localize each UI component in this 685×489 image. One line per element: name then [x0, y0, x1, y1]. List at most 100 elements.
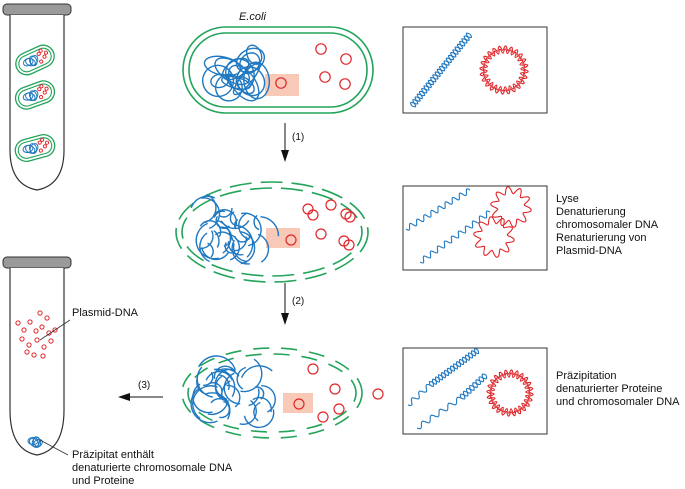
plasmid-ring-icon [486, 369, 534, 417]
annotation-line: Präzipitation [556, 370, 617, 382]
annotation-line: Denaturierung [556, 206, 626, 218]
plasmid-icon [19, 336, 25, 342]
chromosomal-dna-loop [214, 57, 251, 86]
plasmid-icon [329, 383, 341, 395]
chromosomal-dna-loop [29, 90, 39, 101]
chromosomal-dna-loop [25, 92, 36, 102]
cell-membrane [17, 83, 53, 107]
plasmid-icon [339, 78, 351, 90]
denatured-dna-strand [236, 366, 247, 390]
denatured-dna-strand [197, 355, 237, 371]
denatured-dna-strand [248, 388, 260, 407]
renatured-plasmid-icon [473, 216, 515, 258]
chromosomal-dna-loop [235, 47, 266, 73]
plasmid-dna-label: Plasmid-DNA [72, 307, 139, 319]
plasmid-icon [340, 53, 352, 65]
plasmid-icon [293, 398, 305, 410]
plasmid-icon [307, 363, 319, 375]
chromosomal-dna-loop [24, 144, 36, 154]
plasmid-icon [340, 208, 352, 220]
protein-region [265, 74, 299, 96]
ecoli-cell [182, 26, 374, 114]
pellet-label-leader [39, 439, 69, 456]
step-2-label: (2) [292, 296, 305, 307]
plasmid-icon [39, 84, 44, 89]
plasmid-ring-icon [489, 372, 531, 414]
plasmid-icon [325, 199, 337, 211]
protein-region [283, 393, 313, 413]
plasmid-icon [315, 228, 327, 240]
pellet-annotation: Präzipitat enthält denaturierte chromoso… [72, 449, 232, 488]
ecoli-title: E.coli [239, 11, 266, 23]
plasmid-icon [44, 315, 50, 321]
denatured-dna-strand [209, 382, 223, 392]
membrane-fragment [181, 347, 363, 439]
tube-after-centrifuge [2, 256, 72, 456]
annotation-line: chromosomaler DNA [556, 219, 659, 231]
dna-helix-icon [459, 374, 488, 399]
arrow-down-icon [281, 283, 289, 325]
plasmid-icon [43, 50, 48, 55]
chromosomal-dna-loop [25, 57, 36, 67]
denatured-dna-strand [190, 387, 218, 424]
plasmid-icon [44, 140, 50, 145]
denatured-dna-strand [261, 384, 276, 413]
denatured-dna-strand [213, 230, 220, 248]
lysis-annotation: Lyse Denaturierung chromosomaler DNA Ren… [556, 193, 658, 258]
plasmid-icon [15, 320, 21, 326]
plasmid-icon [26, 342, 32, 348]
chromosomal-dna-loop [232, 62, 261, 96]
denatured-dna-strand [234, 236, 247, 252]
denatured-dna-strand [231, 239, 250, 265]
plasmid-icon [21, 327, 27, 333]
annotation-line: denaturierter Proteine [556, 383, 663, 395]
chromosomal-dna-loop [203, 55, 242, 77]
denatured-dna-strand [212, 209, 238, 229]
plasmid-icon [319, 71, 331, 83]
denatured-dna-strand [214, 368, 235, 400]
plasmid-icon [38, 48, 43, 53]
step-1-label: (1) [292, 132, 305, 143]
plasmid-icon [372, 388, 384, 400]
chromosomal-dna-loop [32, 438, 43, 448]
denatured-dna-strand [213, 210, 226, 218]
denatured-dna-strand [232, 243, 247, 263]
dna-state-box-native [402, 26, 548, 114]
plasmid-icon [40, 353, 46, 359]
plasmid-icon [40, 137, 45, 142]
plasmid-icon [42, 54, 47, 59]
plasmid-icon [37, 140, 42, 145]
annotation-line: und Proteine [72, 475, 135, 487]
denatured-dna-strand [214, 231, 234, 241]
dna-state-box-denatured [402, 185, 548, 271]
plasmid-icon [52, 327, 58, 333]
denatured-dna-strand [224, 242, 233, 254]
lysed-cell [175, 181, 369, 283]
plasmid-icon [39, 94, 44, 100]
plasmid-icon [39, 324, 45, 330]
dna-helix-icon [428, 349, 480, 386]
cell-membrane [14, 134, 56, 162]
chromosomal-dna-loop [29, 55, 39, 66]
denatured-dna-strand [201, 197, 221, 230]
plasmid-icon [39, 59, 44, 64]
small-cell-icon [14, 80, 56, 110]
plasmid-icon [275, 77, 287, 89]
denatured-dna-strand [236, 224, 254, 258]
small-cell-icon [15, 44, 55, 76]
denatured-dna-strand [229, 234, 240, 261]
plasmid-icon [41, 344, 47, 350]
plasmid-icon [42, 144, 47, 149]
plasmid-icon [333, 403, 345, 415]
renatured-plasmid-icon [490, 186, 532, 228]
plasmid-icon [285, 234, 297, 246]
arrow-down-icon [281, 123, 289, 162]
denatured-dna-strand [201, 247, 230, 261]
plasmid-label-leader [39, 319, 71, 341]
tube-with-cells [2, 3, 72, 191]
membrane-fragment [181, 187, 363, 277]
denatured-dna-strand [260, 216, 280, 237]
denatured-dna-strand [253, 214, 260, 231]
denatured-dna-strand [220, 226, 232, 247]
chromosomal-dna-loop [214, 73, 243, 102]
